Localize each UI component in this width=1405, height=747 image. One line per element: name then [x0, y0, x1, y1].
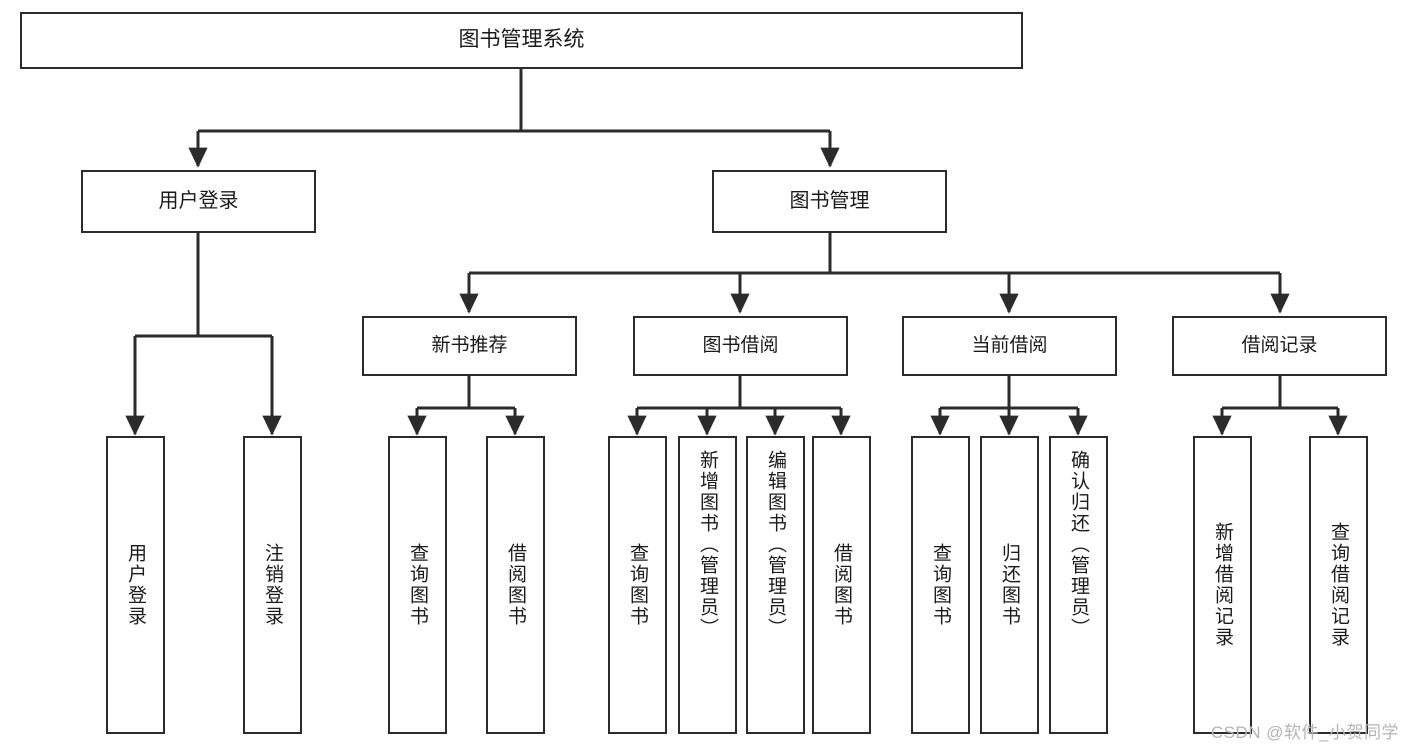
node-leaf-user-login[interactable]: 用户登录 [106, 436, 165, 734]
node-leaf-edit-book[interactable]: 编辑图书（管理员） [746, 436, 805, 734]
node-leaf-add-book-label: 新增图书（管理员） [697, 450, 718, 639]
node-leaf-logout-label: 注销登录 [262, 543, 283, 627]
node-leaf-query-book-2[interactable]: 查询图书 [608, 436, 667, 734]
node-new-book-recommend-label: 新书推荐 [431, 334, 508, 356]
node-leaf-query-book-1[interactable]: 查询图书 [388, 436, 447, 734]
node-book-borrow[interactable]: 图书借阅 [633, 316, 848, 376]
node-leaf-borrow-book-1[interactable]: 借阅图书 [486, 436, 545, 734]
node-leaf-query-book-1-label: 查询图书 [407, 543, 428, 627]
node-book-manage-label: 图书管理 [789, 189, 870, 212]
node-leaf-add-record[interactable]: 新增借阅记录 [1193, 436, 1252, 734]
node-leaf-logout[interactable]: 注销登录 [243, 436, 302, 734]
node-root-label: 图书管理系统 [458, 28, 585, 52]
node-leaf-query-book-2-label: 查询图书 [627, 543, 648, 627]
node-leaf-confirm-return-label: 确认归还（管理员） [1068, 450, 1089, 639]
node-leaf-return-book[interactable]: 归还图书 [980, 436, 1039, 734]
node-leaf-add-book[interactable]: 新增图书（管理员） [678, 436, 737, 734]
node-book-borrow-label: 图书借阅 [702, 334, 779, 356]
node-leaf-confirm-return[interactable]: 确认归还（管理员） [1049, 436, 1108, 734]
node-leaf-add-record-label: 新增借阅记录 [1212, 522, 1233, 648]
node-current-borrow[interactable]: 当前借阅 [902, 316, 1117, 376]
node-root[interactable]: 图书管理系统 [20, 12, 1023, 69]
node-leaf-borrow-book-2-label: 借阅图书 [831, 543, 852, 627]
node-borrow-record[interactable]: 借阅记录 [1172, 316, 1387, 376]
node-leaf-query-book-3-label: 查询图书 [930, 543, 951, 627]
node-leaf-query-record[interactable]: 查询借阅记录 [1309, 436, 1368, 734]
node-leaf-borrow-book-1-label: 借阅图书 [505, 543, 526, 627]
node-leaf-return-book-label: 归还图书 [999, 543, 1020, 627]
node-book-manage[interactable]: 图书管理 [712, 170, 947, 233]
node-leaf-query-book-3[interactable]: 查询图书 [911, 436, 970, 734]
node-current-borrow-label: 当前借阅 [971, 334, 1048, 356]
node-user-login[interactable]: 用户登录 [81, 170, 316, 233]
node-new-book-recommend[interactable]: 新书推荐 [362, 316, 577, 376]
node-leaf-query-record-label: 查询借阅记录 [1328, 522, 1349, 648]
node-borrow-record-label: 借阅记录 [1241, 334, 1318, 356]
node-leaf-borrow-book-2[interactable]: 借阅图书 [812, 436, 871, 734]
node-leaf-user-login-label: 用户登录 [125, 543, 146, 627]
node-user-login-label: 用户登录 [158, 189, 239, 212]
node-leaf-edit-book-label: 编辑图书（管理员） [765, 450, 786, 639]
watermark-text: CSDN @软件_小贺同学 [1210, 723, 1399, 742]
